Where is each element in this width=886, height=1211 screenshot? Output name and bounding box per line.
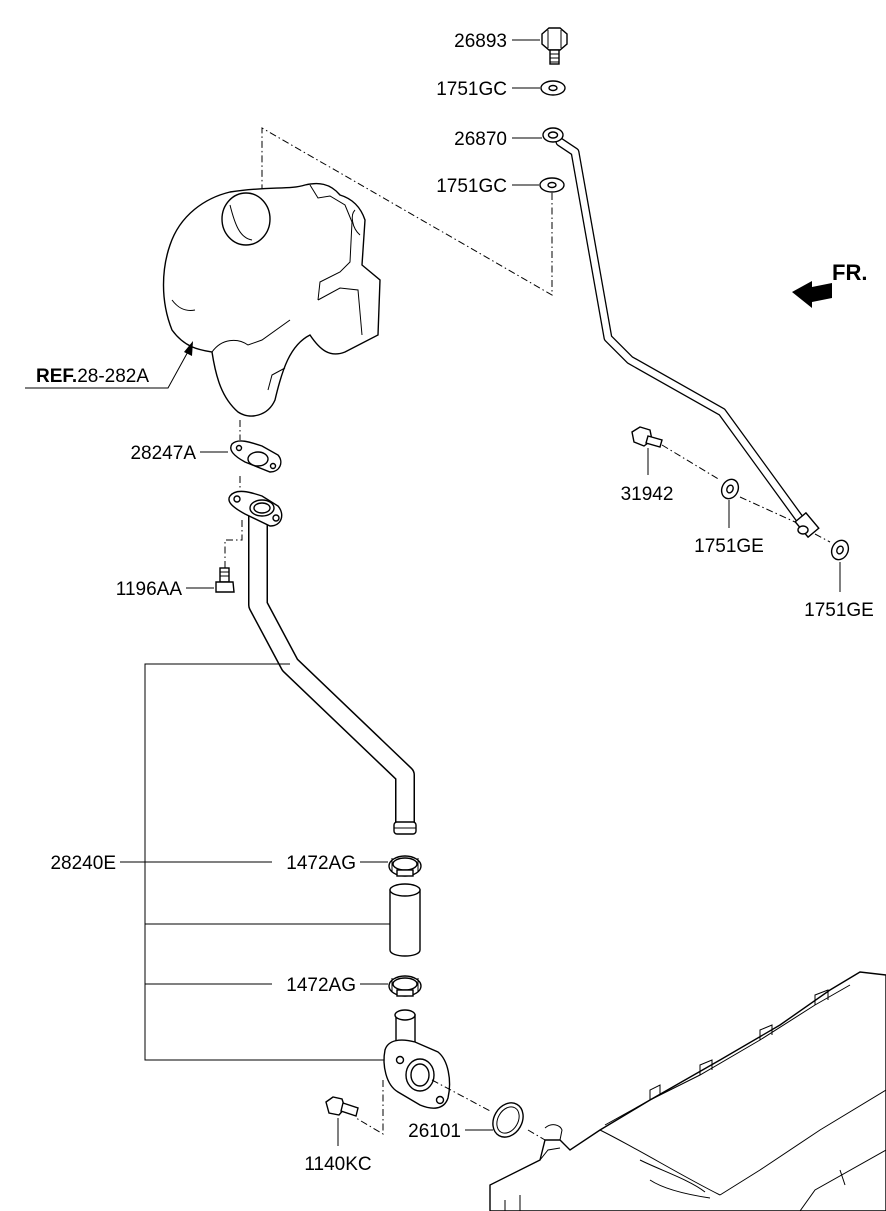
label-28247a: 28247A [130,443,196,464]
rubber-hose[interactable] [389,883,421,957]
ref-prefix: REF. [36,366,77,387]
washer-1751gc-mid[interactable] [539,177,565,193]
label-1751gc-top: 1751GC [436,79,507,100]
oil-drain-pipe-28240e[interactable] [228,490,417,835]
label-1472ag-top: 1472AG [286,853,356,874]
hose-clamp-1472ag-bottom[interactable] [388,975,422,997]
o-ring-26101[interactable] [487,1097,529,1142]
bolt-1196aa[interactable] [215,567,235,593]
oil-feed-pipe-26870[interactable] [542,127,820,539]
label-26893: 26893 [454,31,507,52]
front-direction-indicator: FR. [792,260,867,308]
gasket-28247a[interactable] [230,440,282,473]
washer-1751ge-right[interactable] [829,538,852,563]
label-31942: 31942 [621,484,674,505]
bolt-31942[interactable] [631,426,663,448]
label-1751ge-left: 1751GE [694,536,764,557]
front-arrow-icon [792,281,832,308]
label-1751gc-mid: 1751GC [436,176,507,197]
label-26101: 26101 [408,1121,461,1142]
label-1751ge-right: 1751GE [804,600,874,621]
label-1472ag-bottom: 1472AG [286,975,356,996]
label-26870: 26870 [454,129,507,150]
banjo-bolt-26893[interactable] [541,27,568,65]
label-1196aa: 1196AA [116,579,183,600]
washer-1751ge-left[interactable] [719,477,742,502]
turbocharger-reference[interactable] [162,182,381,417]
ref-label[interactable]: REF.28-282A [36,366,149,387]
bolt-1140kc[interactable] [325,1096,359,1117]
fr-label: FR. [832,260,867,285]
engine-block-outline [489,971,886,1211]
ref-code: 28-282A [77,366,149,387]
label-1140kc: 1140KC [304,1154,371,1175]
label-28240e: 28240E [50,853,116,874]
drain-fitting[interactable] [383,1009,451,1109]
hose-clamp-1472ag-top[interactable] [388,855,422,877]
washer-1751gc-top[interactable] [540,80,566,96]
